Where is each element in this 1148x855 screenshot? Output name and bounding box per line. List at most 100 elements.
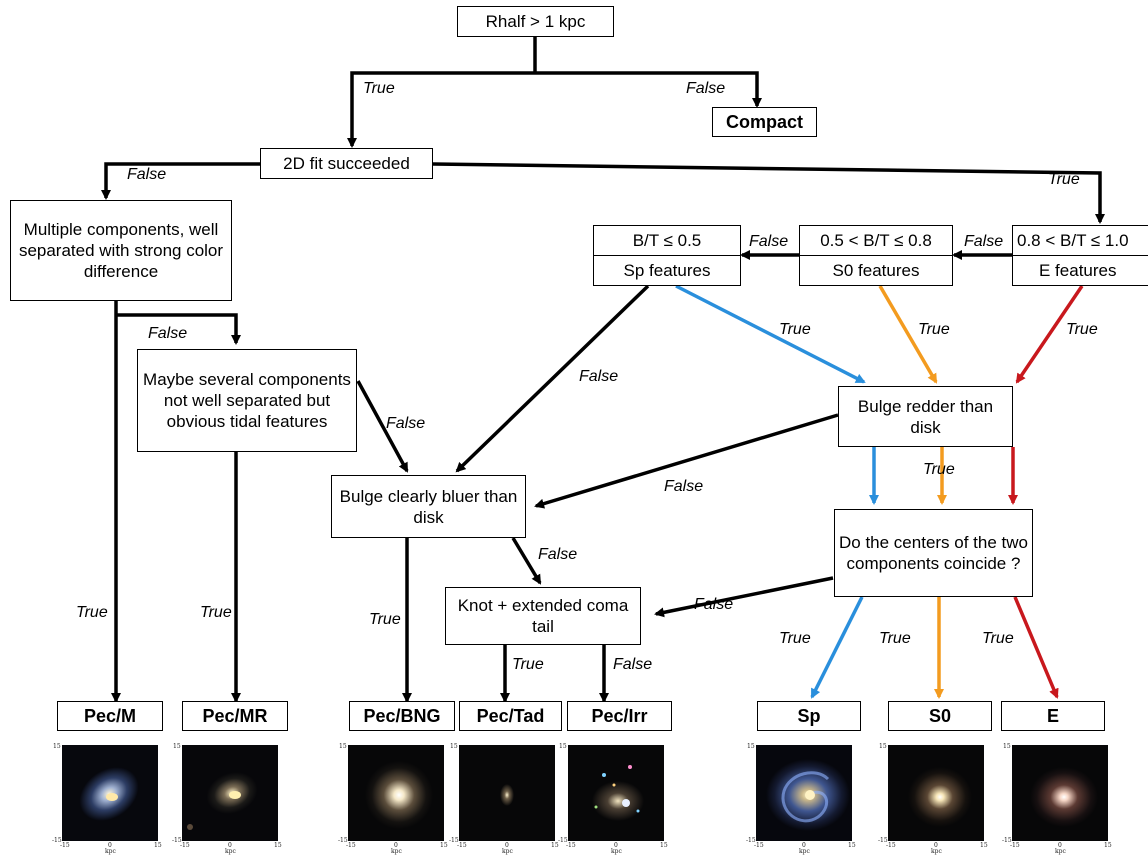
axis-unit-pec-m: kpc [105, 848, 116, 855]
label-maybe-false: False [386, 415, 426, 432]
axis-unit-pec-bng: kpc [391, 848, 402, 855]
arrow-redder-false [534, 413, 839, 509]
outcome-pec-bng-text: Pec/BNG [363, 705, 441, 726]
outcome-compact-text: Compact [725, 111, 803, 132]
node-bt-sp-features: Sp features [623, 261, 711, 280]
tick-xmin-s0: -15 [886, 842, 896, 849]
galaxy-image-sp [756, 745, 852, 841]
arrow-centers-false [654, 576, 834, 618]
label-knot-true: True [512, 656, 544, 673]
tick-ymax-pec-m: 15 [53, 743, 61, 750]
label-centers-false: False [694, 596, 734, 613]
tick-xmid-e: 0 [1058, 842, 1062, 849]
node-bulge-redder: Bulge redder than disk [838, 386, 1013, 447]
galaxy-image-s0 [888, 745, 984, 841]
outcome-e-text: E [1046, 705, 1059, 726]
galaxy-image-pec-irr [568, 745, 664, 841]
node-bt-s0: 0.5 < B/T ≤ 0.8 S0 features [799, 225, 953, 286]
tick-xmid-pec-bng: 0 [394, 842, 398, 849]
node-rhalf-text: Rhalf > 1 kpc [485, 12, 586, 31]
tick-ymin-pec-mr: -15 [172, 837, 182, 844]
tick-ymin-s0: -15 [878, 837, 888, 844]
node-2d-fit-text: 2D fit succeeded [283, 154, 410, 173]
label-centers-e-true: True [982, 630, 1014, 647]
axis-unit-pec-tad: kpc [502, 848, 513, 855]
arrow-rhalf-false [535, 71, 762, 108]
outcome-pec-m: Pec/M [57, 701, 163, 731]
node-bulge-bluer: Bulge clearly bluer than disk [331, 475, 526, 538]
label-bluer-false: False [538, 546, 578, 563]
tick-xmax-e: 15 [1104, 842, 1112, 849]
label-s0-sp-false: False [749, 233, 789, 250]
label-centers-s0-true: True [879, 630, 911, 647]
outcome-pec-tad: Pec/Tad [459, 701, 562, 731]
outcome-s0: S0 [888, 701, 992, 731]
tick-xmid-sp: 0 [802, 842, 806, 849]
label-e-true: True [1066, 321, 1098, 338]
label-sp-false: False [579, 368, 619, 385]
tick-ymax-pec-mr: 15 [173, 743, 181, 750]
arrow-centers-sp-blue [810, 596, 864, 699]
node-maybe-tidal: Maybe several components not well separa… [137, 349, 357, 452]
label-rhalf-true: True [363, 80, 395, 97]
outcome-pec-irr-text: Pec/Irr [591, 705, 648, 726]
thumbnail-sp: 15 -15 0 -15 15 kpc [746, 740, 861, 855]
label-centers-sp-true: True [779, 630, 811, 647]
arrow-multiple-false [116, 313, 241, 345]
axis-unit-e: kpc [1055, 848, 1066, 855]
tick-xmax-pec-bng: 15 [440, 842, 448, 849]
thumbnail-pec-irr: 15 -15 0 -15 15 kpc [558, 740, 673, 855]
outcome-sp-text: Sp [797, 705, 821, 726]
arrow-fit-false [101, 162, 260, 200]
tick-xmid-pec-irr: 0 [614, 842, 618, 849]
node-bt-s0-features: S0 features [832, 261, 920, 280]
label-e-s0-false: False [964, 233, 1004, 250]
tick-xmin-pec-m: -15 [60, 842, 70, 849]
node-bt-sp: B/T ≤ 0.5 Sp features [593, 225, 741, 286]
thumbnail-pec-mr: 15 -15 0 -15 15 kpc [172, 740, 287, 855]
tick-xmin-pec-tad: -15 [457, 842, 467, 849]
outcome-pec-mr: Pec/MR [182, 701, 288, 731]
tick-xmin-pec-irr: -15 [566, 842, 576, 849]
tick-ymax-pec-irr: 15 [559, 743, 567, 750]
arrow-s0-true-orange [878, 285, 938, 384]
tick-xmid-s0: 0 [934, 842, 938, 849]
arrow-bluer-false [511, 537, 542, 585]
tick-ymax-pec-tad: 15 [450, 743, 458, 750]
node-rhalf: Rhalf > 1 kpc [457, 6, 614, 37]
thumbnail-pec-bng: 15 -15 0 -15 15 kpc [338, 740, 453, 855]
label-sp-true: True [779, 321, 811, 338]
tick-ymax-sp: 15 [747, 743, 755, 750]
node-2d-fit: 2D fit succeeded [260, 148, 433, 179]
tick-xmax-pec-irr: 15 [660, 842, 668, 849]
node-bt-s0-condition: 0.5 < B/T ≤ 0.8 [800, 226, 952, 256]
label-bluer-true: True [369, 611, 401, 628]
tick-xmax-s0: 15 [980, 842, 988, 849]
arrow-centers-e-red [1013, 596, 1059, 699]
tick-ymin-pec-bng: -15 [338, 837, 348, 844]
tick-ymax-s0: 15 [879, 743, 887, 750]
node-knot-coma-text: Knot + extended coma tail [457, 596, 629, 636]
tick-xmid-pec-mr: 0 [228, 842, 232, 849]
node-bulge-bluer-text: Bulge clearly bluer than disk [339, 486, 518, 527]
tick-xmid-pec-m: 0 [108, 842, 112, 849]
tick-xmid-pec-tad: 0 [505, 842, 509, 849]
tick-xmax-pec-m: 15 [154, 842, 162, 849]
arrow-sp-false [455, 284, 650, 473]
galaxy-image-e [1012, 745, 1108, 841]
outcome-pec-bng: Pec/BNG [349, 701, 455, 731]
node-maybe-tidal-text: Maybe several components not well separa… [143, 370, 351, 431]
node-bulge-redder-text: Bulge redder than disk [857, 396, 994, 437]
outcome-sp: Sp [757, 701, 861, 731]
label-s0-true: True [918, 321, 950, 338]
axis-unit-sp: kpc [799, 848, 810, 855]
galaxy-image-pec-mr [182, 745, 278, 841]
tick-xmin-pec-mr: -15 [180, 842, 190, 849]
tick-xmin-pec-bng: -15 [346, 842, 356, 849]
label-maybe-true: True [200, 604, 232, 621]
node-centers-coincide: Do the centers of the two components coi… [834, 509, 1033, 597]
outcome-pec-m-text: Pec/M [83, 705, 137, 726]
tick-xmax-pec-mr: 15 [274, 842, 282, 849]
